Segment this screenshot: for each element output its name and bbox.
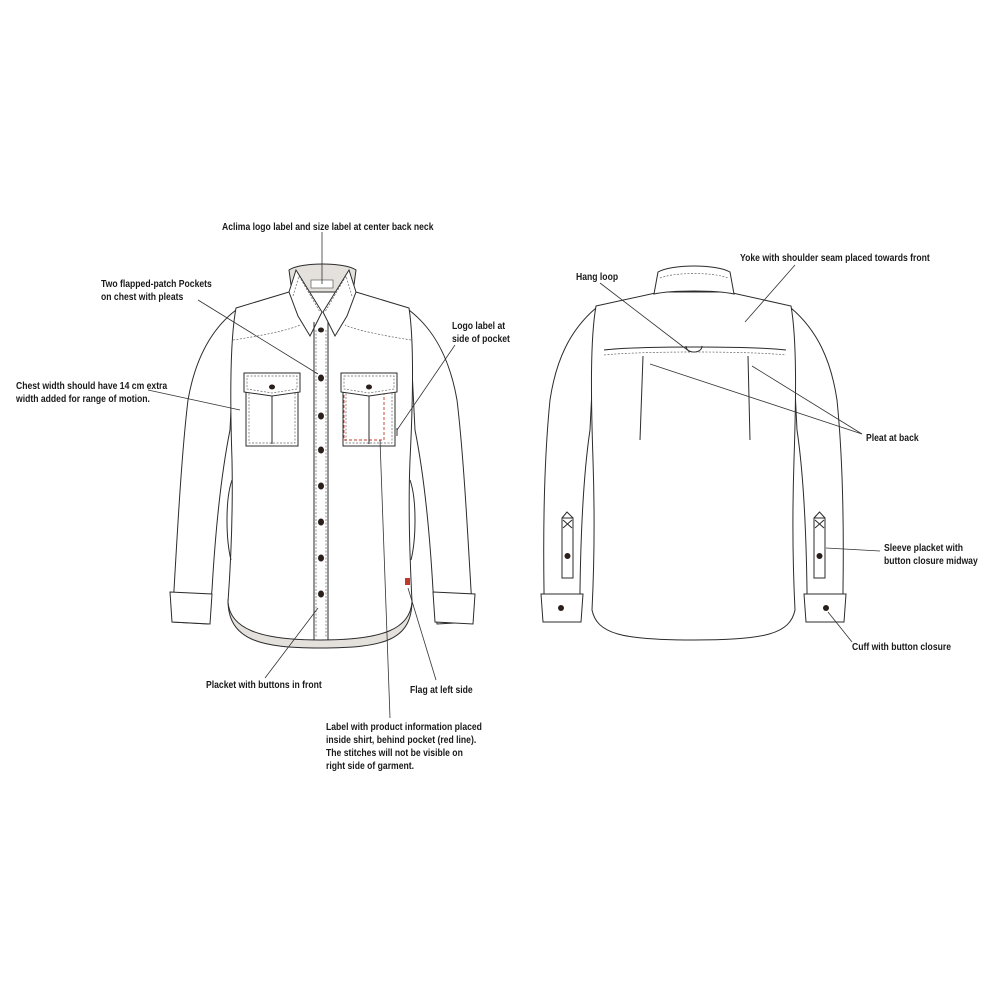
label-logo-pocket: Logo label at side of pocket	[452, 320, 510, 345]
back-right-sleeve	[790, 306, 844, 623]
label-cuff: Cuff with button closure	[852, 641, 952, 653]
label-hang-loop: Hang loop	[576, 271, 619, 283]
back-shirt	[540, 265, 847, 641]
back-left-sleeve-placket	[558, 511, 574, 611]
label-chest-width: Chest width should have 14 cm extra widt…	[16, 380, 168, 405]
label-pleat: Pleat at back	[866, 432, 919, 444]
front-buttons	[318, 327, 324, 598]
back-left-sleeve	[543, 306, 597, 623]
label-logo-neck: Aclima logo label and size label at cent…	[222, 221, 434, 233]
leader-lines	[147, 232, 881, 719]
back-right-sleeve-placket	[813, 511, 829, 611]
front-collar-right	[322, 268, 357, 338]
label-placket: Placket with buttons in front	[206, 679, 322, 691]
front-left-sleeve	[171, 308, 237, 625]
front-shirt	[169, 263, 476, 649]
front-right-pocket	[340, 372, 398, 447]
label-flag: Flag at left side	[410, 684, 473, 696]
label-sleeve-placket: Sleeve placket with button closure midwa…	[884, 542, 978, 567]
front-body	[227, 291, 413, 641]
back-collar	[653, 265, 735, 295]
label-pockets: Two flapped-patch Pockets on chest with …	[101, 278, 212, 303]
label-product-info: Label with product information placed in…	[326, 721, 482, 772]
label-yoke: Yoke with shoulder seam placed towards f…	[740, 252, 930, 264]
side-flag	[405, 578, 410, 585]
front-left-cuff	[169, 591, 213, 625]
back-body	[590, 291, 797, 641]
front-right-sleeve	[408, 308, 474, 625]
front-left-pocket	[243, 372, 301, 447]
hang-loop-shape	[685, 345, 703, 353]
front-right-cuff	[432, 591, 476, 625]
pocket-logo-tab	[394, 428, 398, 436]
front-collar-left	[288, 268, 323, 338]
